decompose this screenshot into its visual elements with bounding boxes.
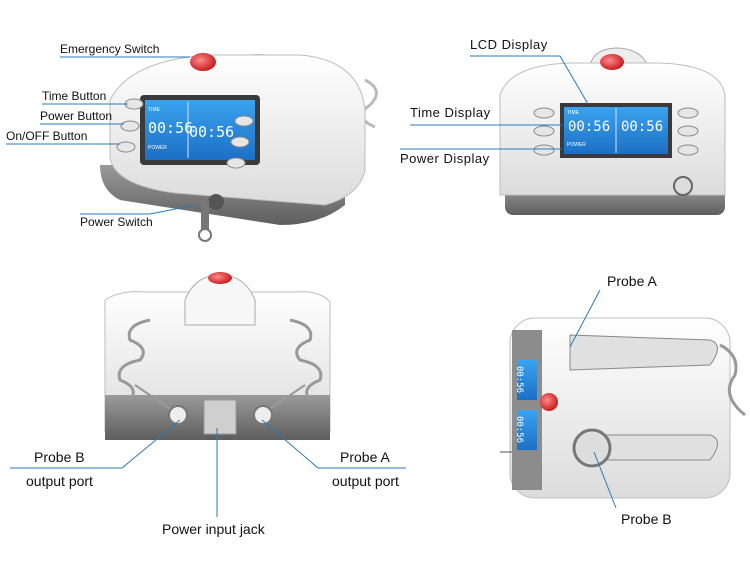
- label-on-off-button: On/OFF Button: [6, 129, 88, 143]
- screen-power-tag: POWER: [148, 145, 167, 151]
- label-emergency-switch: Emergency Switch: [60, 42, 160, 56]
- screen-time-tag: TIME: [148, 107, 160, 113]
- label-power-display: Power Display: [400, 151, 490, 166]
- screen-time-tag-front: TIME: [567, 110, 579, 116]
- device-top-view: [500, 317, 746, 499]
- rotated-readout-1: 00:56: [514, 365, 525, 394]
- label-time-button: Time Button: [42, 89, 107, 103]
- label-probe-a-port: Probe A: [340, 449, 390, 465]
- device-rear: [104, 272, 331, 440]
- label-power-switch: Power Switch: [80, 215, 153, 229]
- label-probe-b: Probe B: [621, 511, 672, 527]
- screen-power-tag-front: POWER: [567, 142, 586, 148]
- rotated-readout-2: 00:56: [514, 415, 525, 444]
- label-probe-b-port: Probe B: [34, 449, 85, 465]
- label-time-display: Time Display: [410, 105, 491, 120]
- time-readout-left: 00:56: [148, 119, 194, 137]
- label-power-input-jack: Power input jack: [162, 521, 265, 537]
- label-power-button: Power Button: [40, 109, 113, 123]
- device-front: [499, 47, 726, 215]
- time-readout-left-front: 00:56: [568, 119, 611, 135]
- label-probe-a: Probe A: [607, 273, 657, 289]
- leader-lines: [6, 55, 617, 517]
- label-probe-b-port-sub: output port: [26, 473, 93, 489]
- label-probe-a-port-sub: output port: [332, 473, 399, 489]
- label-lcd-display: LCD Display: [470, 37, 548, 52]
- time-readout-right: 00:56: [189, 123, 235, 141]
- device-front-angled: [100, 53, 378, 242]
- time-readout-right-front: 00:56: [621, 119, 664, 135]
